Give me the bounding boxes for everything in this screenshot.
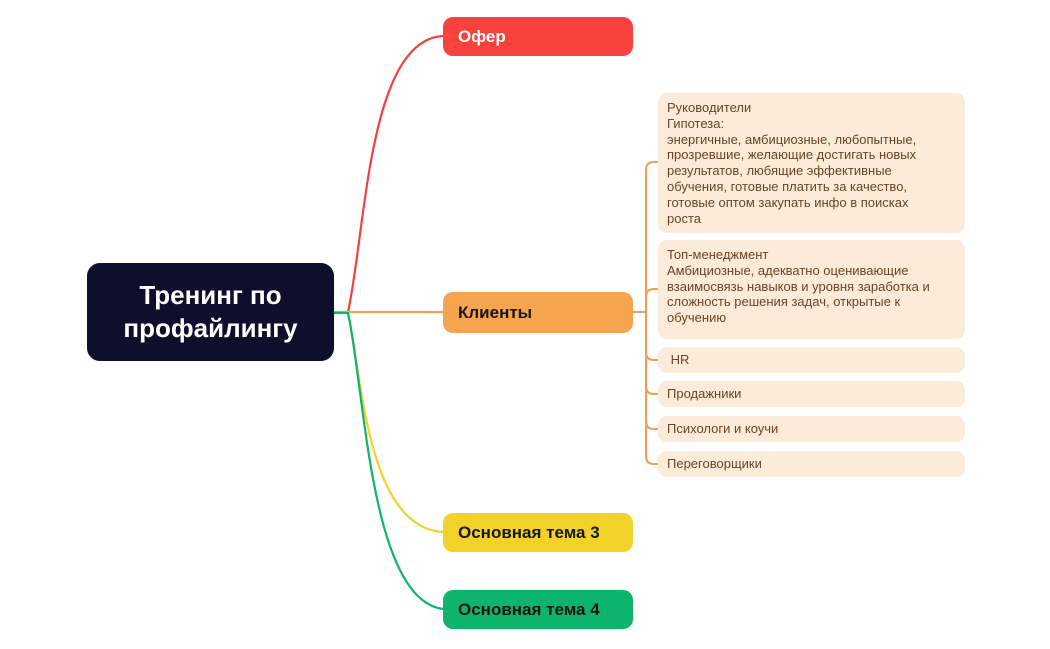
client-segment-psihologi[interactable]: Психологи и коучи <box>658 416 965 442</box>
client-segment-hr[interactable]: HR <box>658 347 965 373</box>
link-topic4-line <box>332 311 445 611</box>
client-segment-rukovoditeli[interactable]: Руководители Гипотеза: энергичные, амбиц… <box>658 93 965 234</box>
clients-child-link-6 <box>645 311 659 465</box>
link-offer-line <box>346 34 445 314</box>
branch-node-label: Основная тема 3 <box>458 522 600 542</box>
root-node[interactable]: Тренинг по профайлингу <box>87 263 334 361</box>
link-topic3-line <box>346 310 445 534</box>
client-segment-top-management[interactable]: Топ-менеджмент Амбициозные, адекватно оц… <box>658 240 965 339</box>
branch-node-topic4[interactable]: Основная тема 4 <box>443 590 633 629</box>
branch-node-topic3[interactable]: Основная тема 3 <box>443 513 633 552</box>
branch-node-label: Клиенты <box>458 302 533 322</box>
branch-node-label: Основная тема 4 <box>458 599 600 619</box>
clients-child-link-1 <box>645 161 659 313</box>
client-segment-prodazhniki[interactable]: Продажники <box>658 381 965 407</box>
clients-child-link-4 <box>645 311 659 395</box>
branch-node-clients[interactable]: Клиенты <box>443 292 633 333</box>
branch-node-offer[interactable]: Офер <box>443 17 633 56</box>
clients-child-link-5 <box>645 311 659 430</box>
client-segment-peregovorschiki[interactable]: Переговорщики <box>658 451 965 477</box>
root-node-label: Тренинг по профайлингу <box>123 279 298 343</box>
branch-node-label: Офер <box>458 26 506 46</box>
clients-child-link-3 <box>645 311 659 361</box>
clients-child-link-2 <box>645 288 659 313</box>
